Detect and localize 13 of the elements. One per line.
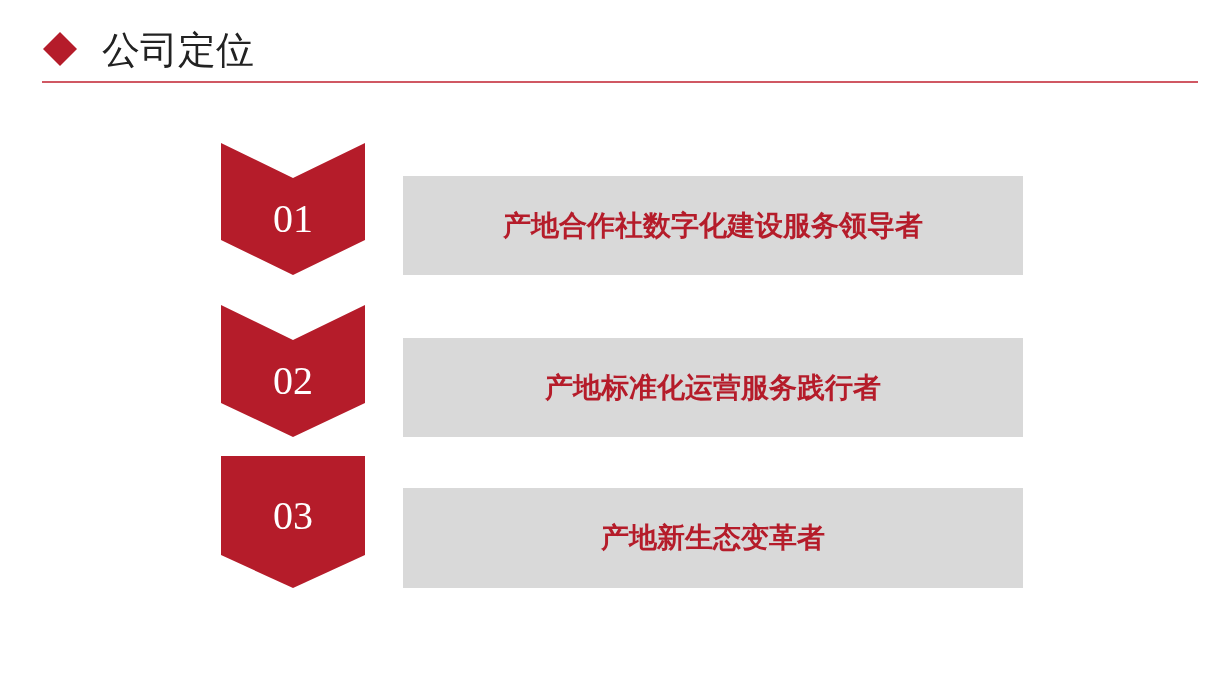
chevron-shape <box>221 143 365 275</box>
text-panel <box>403 176 1023 275</box>
panel-text: 产地标准化运营服务践行者 <box>545 370 881 405</box>
panel-text: 产地合作社数字化建设服务领导者 <box>503 208 923 243</box>
step-number: 02 <box>273 361 313 401</box>
text-panel <box>403 338 1023 437</box>
step-number: 03 <box>273 496 313 536</box>
title: 公司定位 <box>102 27 254 74</box>
step-number: 01 <box>273 199 313 239</box>
panel-text: 产地新生态变革者 <box>601 521 825 555</box>
chevron-shape <box>221 456 365 588</box>
chevron-shape <box>221 305 365 437</box>
text-panel <box>403 488 1023 588</box>
